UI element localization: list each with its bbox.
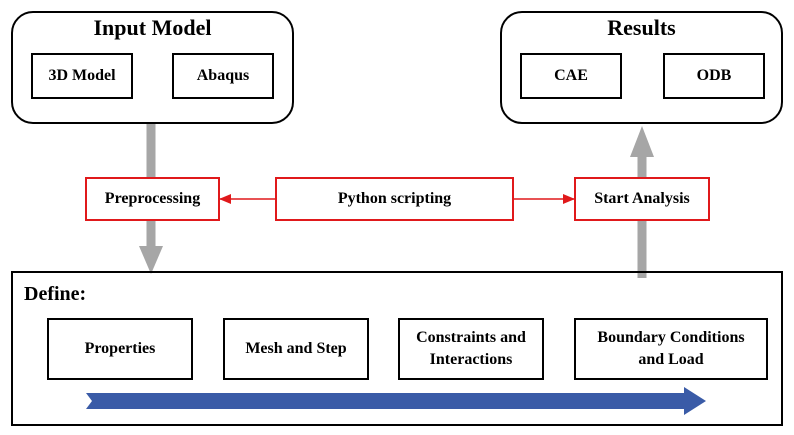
define-title: Define: (24, 283, 87, 305)
constraints-label-line-2: Interactions (429, 351, 513, 368)
python-scripting-box: Python scripting (275, 177, 514, 221)
gray-arrow-up-head (630, 126, 654, 157)
start-analysis-box: Start Analysis (574, 177, 710, 221)
blue-flow-arrow (86, 387, 706, 415)
python-scripting-label: Python scripting (337, 190, 452, 207)
cae-box: CAE (520, 53, 622, 99)
abaqus-label: Abaqus (196, 67, 250, 84)
define-group (11, 271, 783, 426)
results-title: Results (607, 15, 676, 40)
constraints-label-line-1: Constraints and (416, 329, 526, 346)
input-model-title: Input Model (93, 15, 212, 40)
preprocessing-label: Preprocessing (104, 190, 201, 207)
cae-label: CAE (554, 67, 588, 84)
constraints-box: Constraints and Interactions (398, 318, 544, 380)
gray-arrow-down-head (139, 246, 163, 274)
properties-box: Properties (47, 318, 193, 380)
boundary-box: Boundary Conditions and Load (574, 318, 768, 380)
start-analysis-label: Start Analysis (594, 190, 690, 207)
model-3d-label: 3D Model (48, 67, 116, 84)
properties-label: Properties (84, 340, 156, 357)
model-3d-box: 3D Model (31, 53, 133, 99)
boundary-label-line-2: and Load (638, 351, 704, 368)
mesh-step-label: Mesh and Step (245, 340, 347, 357)
preprocessing-box: Preprocessing (85, 177, 220, 221)
odb-label: ODB (696, 67, 732, 84)
boundary-label-line-1: Boundary Conditions (597, 329, 745, 346)
abaqus-box: Abaqus (172, 53, 274, 99)
odb-box: ODB (663, 53, 765, 99)
mesh-step-box: Mesh and Step (223, 318, 369, 380)
